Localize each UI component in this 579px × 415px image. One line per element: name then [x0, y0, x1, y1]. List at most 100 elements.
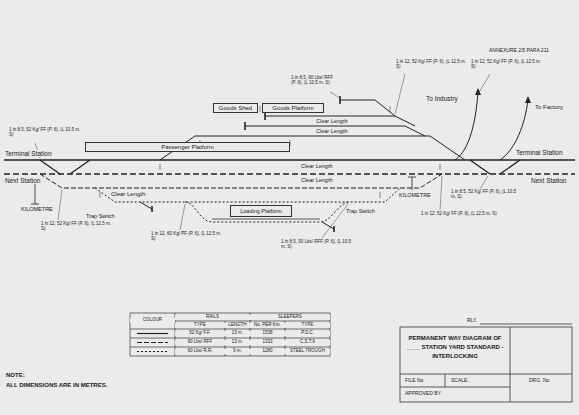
title-block-stroke [510, 374, 511, 402]
approval-field: APPROVED BY: [404, 391, 443, 397]
kilometre-post: KILOMETRE [398, 192, 432, 198]
loading-platform: Loading Platform [230, 205, 292, 217]
table-cell: 52 Kg/ F.F. [175, 331, 225, 336]
table-cell: STEEL TROUGH [285, 349, 330, 354]
table-cell: RAILS [175, 315, 250, 320]
scale-field: SCALE: [450, 378, 470, 384]
loop-lines-stroke [40, 174, 442, 188]
platform-name: Goods Shed [219, 105, 252, 112]
station-name: Next Station [530, 177, 567, 184]
kilometre-posts-stroke [31, 204, 39, 205]
rail-table-stroke [175, 321, 330, 322]
goods-shed: Goods Shed [213, 103, 258, 113]
dimension-ticks-stroke [390, 106, 391, 112]
colour-samples [137, 334, 168, 352]
branch-name: To Factory [534, 104, 564, 111]
rail-table [130, 313, 330, 356]
passenger-platform: Passenger Platform [85, 142, 290, 152]
turnout-spec: 1 in 12, 52 Kg/ FF (P. 6), (L 12.5 m. S) [420, 212, 498, 217]
table-cell: P.S.C. [285, 331, 330, 336]
table-cell: 1333 [250, 340, 285, 345]
leader-lines-stroke [480, 176, 488, 189]
turnout-spec: 1 in 8.5, 90 Lbs/ RFF (P. 6), (L 10.5 m.… [290, 76, 337, 86]
rail-table-stroke [130, 313, 330, 356]
table-cell: 1280 [250, 349, 285, 354]
table-cell: COLOUR [130, 318, 175, 323]
main-lines-stroke [500, 160, 520, 174]
table-cell: TYPE [175, 323, 225, 328]
turnout-spec: 1 in 8.5, 90 Lbs/ RFF (P. 6), (L 10.5 m.… [280, 240, 354, 250]
station-name: Next Station [4, 177, 41, 184]
title-block-stroke [445, 374, 446, 387]
note-heading: NOTE: [5, 372, 26, 379]
title-block-stroke [400, 374, 572, 375]
railway-field: RLY. [466, 318, 478, 324]
dimension-ticks-stroke [100, 192, 101, 198]
annexure-ref: ANNEXURE 2/5 PARA 211 [488, 48, 550, 54]
colour-samples-stroke [137, 342, 168, 343]
colour-samples-stroke [137, 333, 168, 334]
drawing-no-field: DRG. No [528, 378, 550, 384]
table-cell: LENGTH [225, 323, 250, 328]
kilometre-posts-stroke [408, 177, 416, 178]
rail-table-stroke [130, 338, 330, 339]
drawing-title: PERMANENT WAY DIAGRAM OF ____ STATION YA… [404, 334, 506, 361]
clear-length: Clear Length [300, 177, 334, 183]
turnout-spec: 1 in 8.5, 52 Kg/ FF (P. 6), (L 10.5 m. S… [8, 128, 82, 138]
loop-lines [40, 92, 528, 229]
clear-length: Clear Length [315, 128, 349, 134]
title-block-stroke [400, 387, 510, 388]
clear-length: Clear Length [315, 118, 349, 124]
buffer-stops-stroke [151, 206, 153, 212]
dimension-ticks-stroke [380, 192, 381, 198]
loop-lines-stroke [95, 188, 400, 202]
loop-lines-stroke [140, 202, 152, 209]
leader-lines-stroke [180, 204, 185, 230]
arrowheads-stroke [525, 96, 531, 103]
table-cell: SLEEPERS [250, 315, 330, 320]
turnout-spec: 1 in 8.5, 52 Kg/ FF (P. 6), (L 10.5 m. S… [450, 190, 522, 200]
kilometre-posts-stroke [412, 177, 413, 190]
trap-switch: Trap Switch [345, 208, 376, 214]
station-name: Terminal Station [4, 150, 53, 157]
table-cell: 9 m. [225, 349, 250, 354]
title-block-stroke [400, 327, 572, 402]
loop-lines-stroke [322, 222, 334, 229]
goods-platform: Goods Platform [262, 103, 324, 113]
kilometre-posts [31, 177, 416, 204]
turnout-spec: 1 in 12, 52 Kg/ FF (P. 6), (L 12.5 m. S) [395, 60, 469, 70]
buffer-stops-stroke [339, 96, 341, 104]
table-cell: 13 m. [225, 340, 250, 345]
title-block [400, 324, 572, 402]
table-cell: TYPE [285, 323, 330, 328]
loop-lines-stroke [455, 92, 478, 160]
rail-table-stroke [130, 329, 330, 330]
branch-name: To Industry [425, 95, 459, 102]
colour-samples-stroke [137, 351, 168, 352]
table-cell: C.S.T.9 [285, 340, 330, 345]
clear-length: Clear Length [300, 163, 334, 169]
dimension-ticks [100, 106, 440, 198]
buffer-stops-stroke [333, 226, 335, 232]
turnout-spec: 1 in 12, 52 Kg/ FF (P. 6), (L 12.5 m. S) [40, 222, 114, 232]
turnout-spec: 1 in 12, 52 Kg/ FF (P. 6), (L 12.5 m. S) [470, 60, 544, 70]
dimension-ticks-stroke [440, 164, 441, 170]
loading-platform-edge [212, 219, 320, 220]
dimension-ticks-stroke [260, 106, 261, 112]
table-cell: 1538 [250, 331, 285, 336]
leader-lines-stroke [395, 74, 405, 114]
loop-lines-stroke [340, 100, 395, 116]
buffer-stops-stroke [264, 112, 266, 120]
buffer-stops [152, 96, 340, 232]
kilometre-post: KILOMETRE [20, 206, 54, 212]
title-block-stroke [510, 327, 511, 374]
platform-name: Loading Platform [240, 208, 282, 214]
leader-lines-stroke [58, 190, 62, 220]
leader-lines-stroke [330, 92, 340, 98]
loop-lines-stroke [245, 126, 425, 136]
platform-name: Goods Platform [272, 105, 314, 112]
platform-name: Passenger Platform [161, 144, 214, 151]
leader-lines-stroke [440, 176, 442, 210]
file-field: FILE No. [404, 378, 426, 384]
table-cell: 60 Lbs/ R.R. [175, 349, 225, 354]
